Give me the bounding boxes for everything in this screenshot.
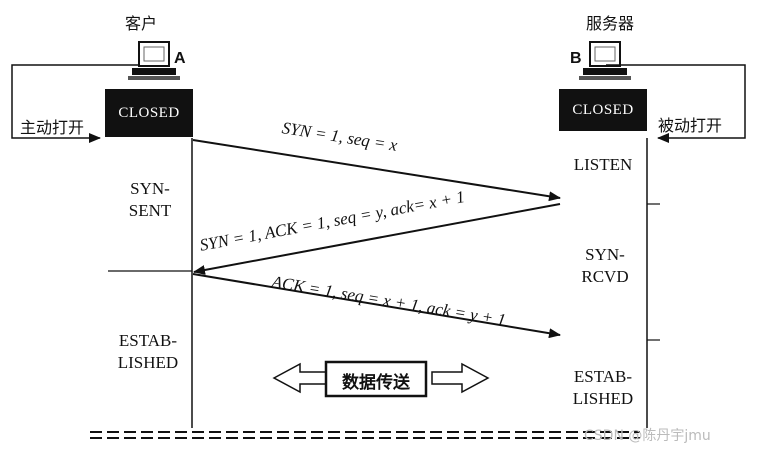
client-state-established: ESTAB- LISHED — [117, 331, 179, 372]
data-transfer-label: 数据传送 — [342, 373, 410, 393]
server-computer-icon — [579, 41, 631, 80]
syn-ack-arrow — [193, 203, 561, 275]
client-title: 客户 — [125, 14, 158, 33]
server-open-arrow — [606, 64, 746, 143]
ack-arrow — [192, 273, 561, 339]
client-computer-icon — [128, 41, 180, 80]
client-open-label: 主动打开 — [20, 118, 85, 137]
server-closed-state: CLOSED — [559, 89, 647, 131]
syn-arrow — [192, 139, 561, 202]
server-state-established: ESTAB- LISHED — [572, 367, 634, 408]
watermark: CSDN @陈丹宇jmu — [584, 428, 711, 444]
data-transfer-box — [324, 360, 428, 398]
client-open-arrow — [11, 64, 138, 143]
client-state-syn-sent: SYN- SENT — [128, 179, 172, 220]
server-title: 服务器 — [586, 14, 635, 33]
client-host-letter: A — [174, 50, 186, 67]
server-open-label: 被动打开 — [658, 116, 723, 135]
server-host-letter: B — [570, 50, 582, 67]
server-state-listen: LISTEN — [573, 155, 633, 174]
server-state-syn-rcvd: SYN- RCVD — [581, 245, 629, 286]
client-closed-state: CLOSED — [105, 89, 193, 137]
